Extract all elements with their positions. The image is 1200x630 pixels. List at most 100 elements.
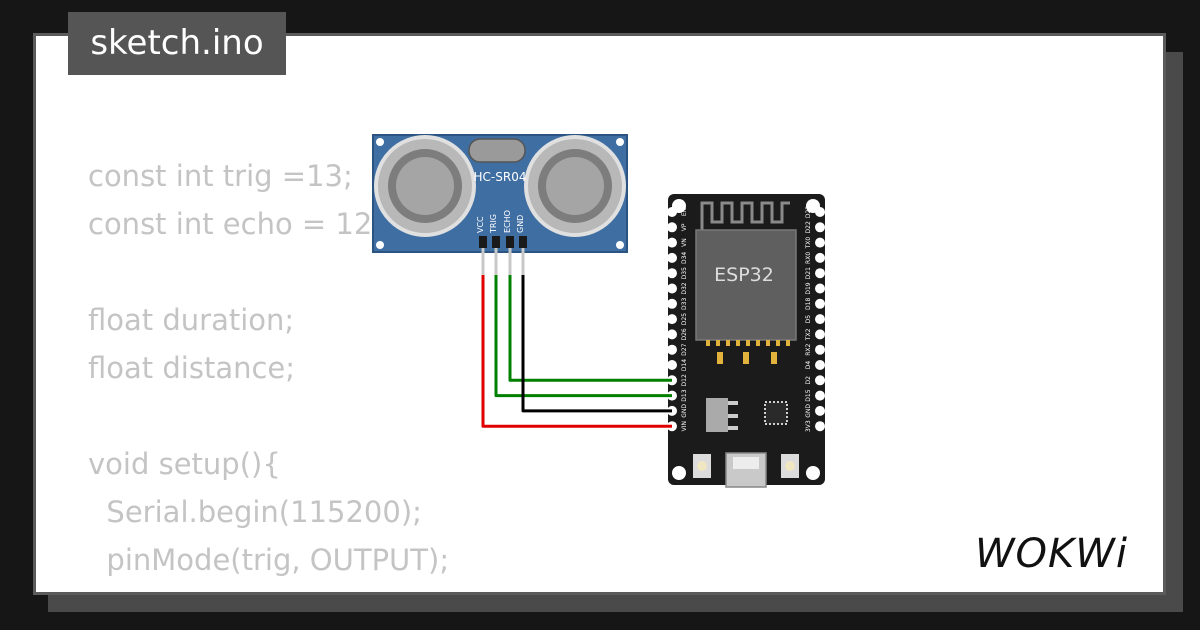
hc-sr04-sensor[interactable]: HC-SR04 VCC TRIG ECHO GND [372, 134, 628, 275]
code-line: void setup(){ [88, 447, 281, 481]
usb-uart-chip [764, 401, 788, 425]
board-pin-label: D21 [805, 267, 812, 279]
sensor-pin-label: ECHO [503, 210, 512, 233]
board-pin-left-en[interactable] [667, 207, 677, 217]
sensor-header-pins [479, 236, 527, 275]
board-pin-label: VP [681, 223, 688, 231]
boot-button[interactable] [781, 454, 799, 478]
sensor-pin-gnd[interactable] [521, 248, 525, 275]
board-pin-right-3v3[interactable] [815, 421, 825, 432]
module-pad [736, 340, 740, 346]
board-pin-headers: ENVPVND34D35D32D33D25D26D27D14D12D13GNDV… [667, 206, 825, 432]
code-line: pinMode(trig, OUTPUT); [88, 543, 450, 577]
board-pin-right-tx0[interactable] [815, 237, 825, 248]
module-pad [756, 340, 760, 346]
board-pin-right-d15[interactable] [815, 390, 825, 401]
board-pin-left-vn[interactable] [667, 237, 677, 248]
board-pin-left-d25[interactable] [667, 314, 677, 325]
filename-tab[interactable]: sketch.ino [68, 12, 286, 75]
board-pin-label: TX0 [805, 237, 812, 250]
board-pin-left-d32[interactable] [667, 283, 677, 294]
wire-gnd-to-gnd[interactable] [521, 275, 672, 413]
wire-trig-to-d13[interactable] [494, 275, 672, 398]
module-pad [743, 352, 749, 364]
esp32-module [695, 229, 797, 341]
board-pin-right-d18[interactable] [815, 298, 825, 309]
esp32-board[interactable]: ESP32 ENVPVND34D35D32D33D25D26D27D14D12D… [667, 194, 825, 488]
board-pin-label: D27 [681, 343, 688, 355]
board-pin-label: D33 [681, 297, 688, 309]
board-pin-right-d21[interactable] [815, 268, 825, 279]
sensor-pin-label: TRIG [489, 214, 498, 234]
board-pin-label: RX2 [805, 343, 812, 355]
board-pin-label: D32 [681, 282, 688, 294]
board-pin-right-rx2[interactable] [815, 344, 825, 355]
board-pin-right-d22[interactable] [815, 222, 825, 233]
board-label: ESP32 [714, 264, 774, 286]
board-pin-left-d27[interactable] [667, 344, 677, 355]
module-pad [726, 340, 730, 346]
board-pin-label: VIN [681, 421, 688, 431]
board-pin-label: D19 [805, 282, 812, 294]
sensor-pin-label: GND [516, 215, 525, 233]
module-pad [776, 340, 780, 346]
board-pin-right-gnd[interactable] [815, 405, 825, 416]
sensor-header [492, 236, 500, 248]
board-pin-label: D12 [681, 374, 688, 386]
board-pin-right-rx0[interactable] [815, 252, 825, 263]
board-pin-label: EN [681, 208, 688, 216]
sensor-label: HC-SR04 [474, 170, 527, 184]
module-pad [766, 340, 770, 346]
code-line: const int trig =13; [88, 159, 353, 193]
antenna-trace [700, 201, 790, 230]
board-pin-left-d14[interactable] [667, 360, 677, 370]
board-pin-right-d19[interactable] [815, 283, 825, 294]
module-pad [771, 352, 777, 364]
board-pin-label: GND [681, 404, 688, 418]
sensor-pin-echo[interactable] [508, 248, 512, 275]
left-transducer [374, 135, 476, 237]
board-pin-label: TX2 [805, 328, 812, 341]
board-pin-left-d26[interactable] [667, 329, 677, 340]
module-pad [706, 340, 710, 346]
board-pin-left-vp[interactable] [667, 222, 677, 233]
wire-echo-to-d12[interactable] [508, 275, 672, 382]
sensor-pin-trig[interactable] [494, 248, 498, 275]
board-pin-label: D23 [805, 206, 812, 218]
code-line: Serial.begin(115200); [88, 495, 422, 529]
sensor-pin-vcc[interactable] [481, 248, 485, 275]
wires [481, 275, 672, 428]
wokwi-logo[interactable]: WOKWi [975, 525, 1150, 585]
sensor-pin-labels: VCC TRIG ECHO GND [476, 210, 525, 234]
board-pin-left-d35[interactable] [667, 268, 677, 279]
board-pin-right-tx2[interactable] [815, 329, 825, 340]
code-line: pinMode(echo, INPUT); [88, 591, 437, 592]
module-pad [716, 340, 720, 346]
board-pin-label: D15 [805, 389, 812, 401]
board-pin-right-d2[interactable] [815, 375, 825, 386]
right-transducer [524, 135, 626, 237]
board-pin-right-d5[interactable] [815, 314, 825, 325]
board-pin-label: GND [805, 404, 812, 418]
board-pin-right-d4[interactable] [815, 360, 825, 370]
board-pin-label: D22 [805, 221, 812, 233]
board-pin-label: VN [681, 238, 688, 247]
code-line: float distance; [88, 351, 296, 385]
sensor-header [506, 236, 514, 248]
en-button[interactable] [693, 454, 711, 478]
module-pad [786, 340, 790, 346]
preview-card: const int trig =13; const int echo = 12;… [33, 33, 1166, 595]
board-pin-label: D26 [681, 328, 688, 340]
wire-vcc-to-vin[interactable] [481, 275, 672, 428]
board-pin-label: D34 [681, 252, 688, 264]
board-pin-label: D35 [681, 267, 688, 279]
board-pin-label: D4 [805, 361, 812, 370]
board-pin-left-d34[interactable] [667, 252, 677, 263]
sensor-pin-label: VCC [476, 216, 485, 233]
voltage-regulator [706, 398, 738, 432]
logo-text: WOKWi [975, 531, 1128, 577]
board-pin-left-d33[interactable] [667, 298, 677, 309]
board-pin-right-d23[interactable] [815, 207, 825, 217]
board-pin-label: D18 [805, 297, 812, 309]
